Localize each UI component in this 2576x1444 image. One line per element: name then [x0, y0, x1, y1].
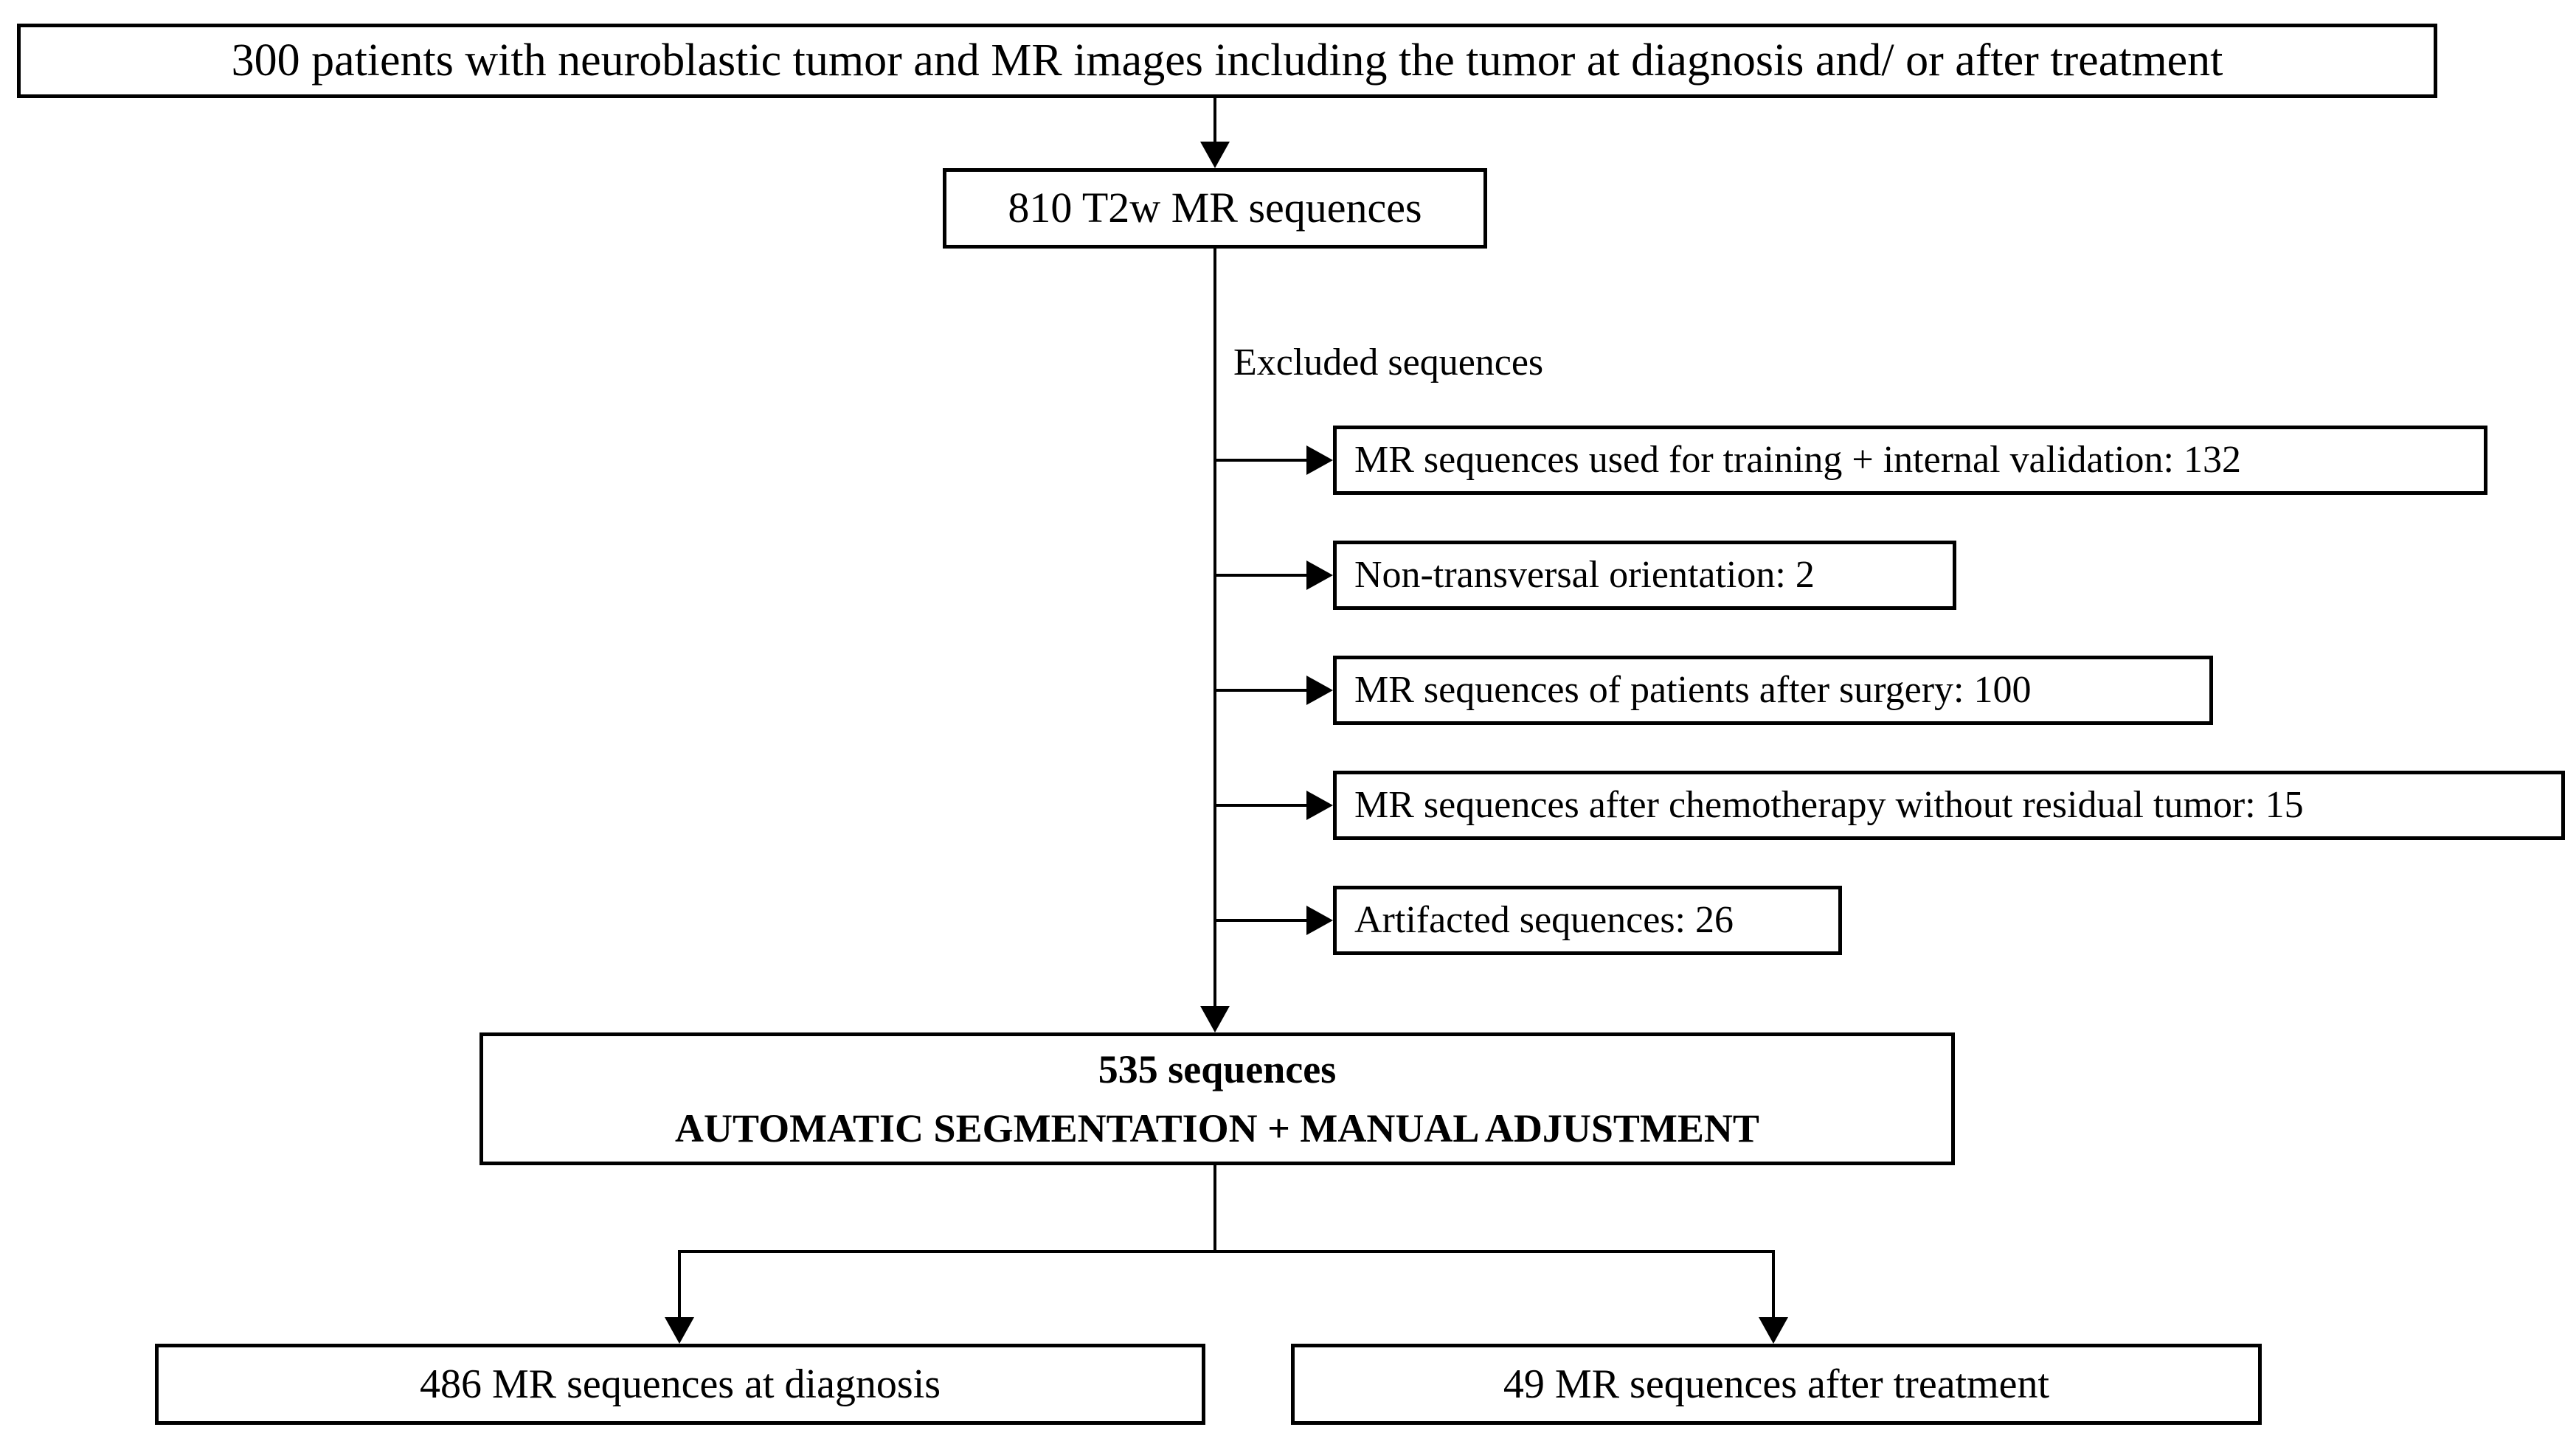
arrow-down-icon	[665, 1317, 694, 1344]
connector-line	[1213, 249, 1216, 1009]
connector-line	[1213, 574, 1309, 577]
connector-line	[678, 1250, 681, 1319]
flow-node-excluded-surgery: MR sequences of patients after surgery: …	[1333, 656, 2213, 725]
flow-node-segmentation-text: 535 sequences AUTOMATIC SEGMENTATION + M…	[675, 1046, 1759, 1151]
flow-node-diagnosis: 486 MR sequences at diagnosis	[155, 1344, 1205, 1425]
connector-line	[1213, 919, 1309, 922]
flow-node-patients-label: 300 patients with neuroblastic tumor and…	[231, 35, 2223, 86]
flow-node-excluded-chemotherapy: MR sequences after chemotherapy without …	[1333, 771, 2565, 840]
flow-node-excluded-training: MR sequences used for training + interna…	[1333, 426, 2487, 495]
flow-node-patients: 300 patients with neuroblastic tumor and…	[17, 24, 2437, 98]
arrow-right-icon	[1306, 906, 1333, 935]
arrow-right-icon	[1306, 791, 1333, 820]
flow-node-diagnosis-label: 486 MR sequences at diagnosis	[419, 1361, 941, 1407]
arrow-down-icon	[1200, 1006, 1230, 1032]
flow-node-excluded-orientation: Non-transversal orientation: 2	[1333, 541, 1956, 610]
connector-line	[1772, 1250, 1775, 1319]
connector-line	[1213, 1165, 1216, 1250]
excluded-box-label: MR sequences after chemotherapy without …	[1354, 784, 2304, 827]
flow-node-excluded-artifacted: Artifacted sequences: 26	[1333, 886, 1842, 955]
arrow-right-icon	[1306, 445, 1333, 475]
arrow-right-icon	[1306, 560, 1333, 590]
arrow-down-icon	[1200, 142, 1230, 168]
flow-node-t2w-sequences-label: 810 T2w MR sequences	[1008, 184, 1422, 232]
flow-node-treatment-label: 49 MR sequences after treatment	[1503, 1361, 2050, 1407]
flow-node-segmentation: 535 sequences AUTOMATIC SEGMENTATION + M…	[479, 1032, 1955, 1165]
connector-line	[678, 1250, 1775, 1253]
connector-line	[1213, 459, 1309, 462]
excluded-sequences-label: Excluded sequences	[1233, 341, 1544, 383]
excluded-box-label: MR sequences of patients after surgery: …	[1354, 669, 2032, 712]
segmentation-method-label: AUTOMATIC SEGMENTATION + MANUAL ADJUSTME…	[675, 1106, 1759, 1150]
flow-node-t2w-sequences: 810 T2w MR sequences	[943, 168, 1487, 249]
segmentation-count-label: 535 sequences	[1098, 1046, 1337, 1091]
arrow-right-icon	[1306, 676, 1333, 705]
arrow-down-icon	[1759, 1317, 1788, 1344]
connector-line	[1213, 804, 1309, 807]
excluded-box-label: Artifacted sequences: 26	[1354, 899, 1734, 942]
excluded-box-label: Non-transversal orientation: 2	[1354, 554, 1815, 597]
connector-line	[1213, 98, 1216, 143]
excluded-box-label: MR sequences used for training + interna…	[1354, 439, 2241, 482]
connector-line	[1213, 689, 1309, 692]
flow-node-treatment: 49 MR sequences after treatment	[1291, 1344, 2262, 1425]
